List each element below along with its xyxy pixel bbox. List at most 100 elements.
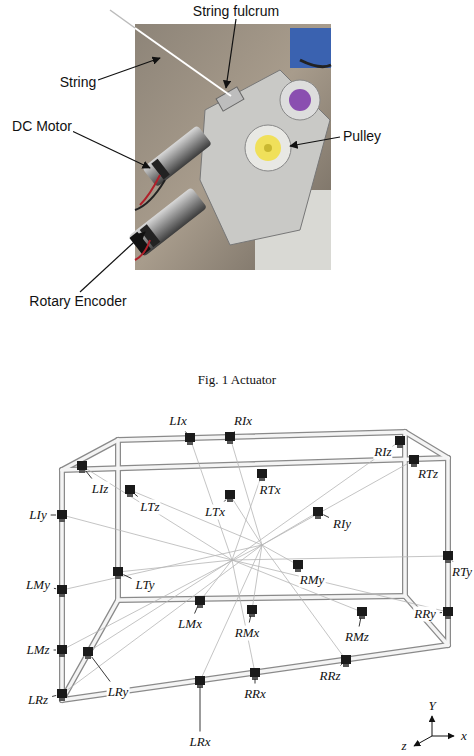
string-sensor [341, 655, 351, 667]
sensor-clip [59, 594, 65, 597]
string-sensor [293, 560, 303, 572]
string-line [200, 560, 232, 601]
sensor-clip [227, 499, 233, 502]
part-label: String [59, 74, 98, 90]
axis-label: z [400, 739, 407, 754]
sensor-label: RMz [344, 630, 370, 645]
string-sensor [225, 432, 235, 444]
sensor-label: RIz [373, 445, 392, 460]
string-line [130, 490, 262, 545]
actuator-photo [110, 10, 331, 270]
sensor-body [293, 560, 303, 569]
sensor-body [443, 551, 453, 560]
leader-line [255, 679, 256, 684]
leader-line [249, 616, 250, 623]
string-sensor [125, 485, 135, 497]
sensor-body [395, 436, 405, 445]
sensor-label: RMy [299, 573, 326, 588]
string-sensor [57, 689, 67, 701]
part-label: DC Motor [11, 118, 73, 134]
axis-label: x [460, 729, 468, 744]
sensor-clip [359, 616, 365, 619]
sensor-label: LIz [91, 482, 110, 497]
axis-label: Y [427, 699, 436, 714]
sensor-body [57, 689, 67, 698]
sensors [57, 432, 453, 701]
string-line [232, 441, 400, 560]
leader-line [86, 471, 92, 479]
leader-line [135, 494, 138, 497]
axes [414, 716, 454, 746]
string-line [252, 545, 262, 610]
sensor-clip [59, 654, 65, 657]
leader-line [195, 607, 198, 614]
sensor-body [313, 507, 323, 516]
sensor-label: RRy [413, 607, 436, 622]
string-sensor [313, 507, 323, 519]
string-line [200, 545, 262, 681]
sensor-body [225, 490, 235, 499]
string-sensor [195, 676, 205, 688]
frame-rail [402, 432, 408, 596]
sensor-body [57, 645, 67, 654]
string-sensor [257, 469, 267, 481]
sensor-leaders [51, 431, 453, 731]
sensor-label: RMx [234, 626, 261, 641]
sensor-body [83, 647, 93, 656]
sensor-label: RRx [243, 687, 267, 702]
sensor-body [195, 676, 205, 685]
part-label: Pulley [342, 128, 382, 144]
leader-line [185, 431, 186, 433]
string-sensor [57, 645, 67, 657]
string-line [230, 495, 262, 545]
sensor-clip [85, 656, 91, 659]
sensor-label: LRx [189, 735, 212, 750]
part-label: String fulcrum [192, 3, 280, 19]
sensor-body [409, 455, 419, 464]
string-line [232, 556, 448, 560]
sensor-clip [59, 698, 65, 701]
figure-caption: Fig. 1 Actuator [0, 372, 474, 388]
string-sensor [57, 585, 67, 597]
leader-line [340, 664, 341, 665]
string-sensor [113, 567, 123, 579]
sensor-body [77, 461, 87, 470]
string-sensor [247, 605, 257, 617]
string-line [88, 560, 232, 652]
frame-rail [405, 432, 448, 458]
sensor-label: LRz [27, 693, 49, 708]
sensor-clip [227, 441, 233, 444]
sensor-body [225, 432, 235, 441]
sensor-clip [187, 442, 193, 445]
frame-rail [62, 440, 118, 470]
leader-line [224, 499, 226, 501]
leader-line [359, 618, 361, 627]
sensor-clip [59, 519, 65, 522]
string-line [262, 545, 298, 565]
sensor-label: LIy [28, 508, 47, 523]
string-sensor [443, 607, 453, 619]
strings [62, 437, 448, 694]
sensor-clip [315, 516, 321, 519]
sensor-body [185, 433, 195, 442]
sensor-body [257, 469, 267, 478]
part-label: Rotary Encoder [28, 293, 127, 309]
leader-line [92, 657, 111, 682]
leader-line [323, 515, 329, 518]
frame-rail [118, 432, 405, 440]
leader-line [440, 612, 442, 613]
leader-line [264, 479, 265, 480]
sensor-label: LMx [177, 617, 203, 632]
sensor-body [125, 485, 135, 494]
leader-line [200, 687, 201, 732]
sensor-clip [249, 614, 255, 617]
sensor-label: RTy [451, 565, 473, 580]
sensor-label: LRy [107, 685, 130, 700]
sensor-clip [397, 445, 403, 448]
sensor-body [247, 605, 257, 614]
sensor-label: LTz [139, 500, 160, 515]
string-line [118, 560, 232, 572]
string-line [82, 466, 232, 560]
string-sensor [250, 668, 260, 680]
sensor-body [57, 585, 67, 594]
